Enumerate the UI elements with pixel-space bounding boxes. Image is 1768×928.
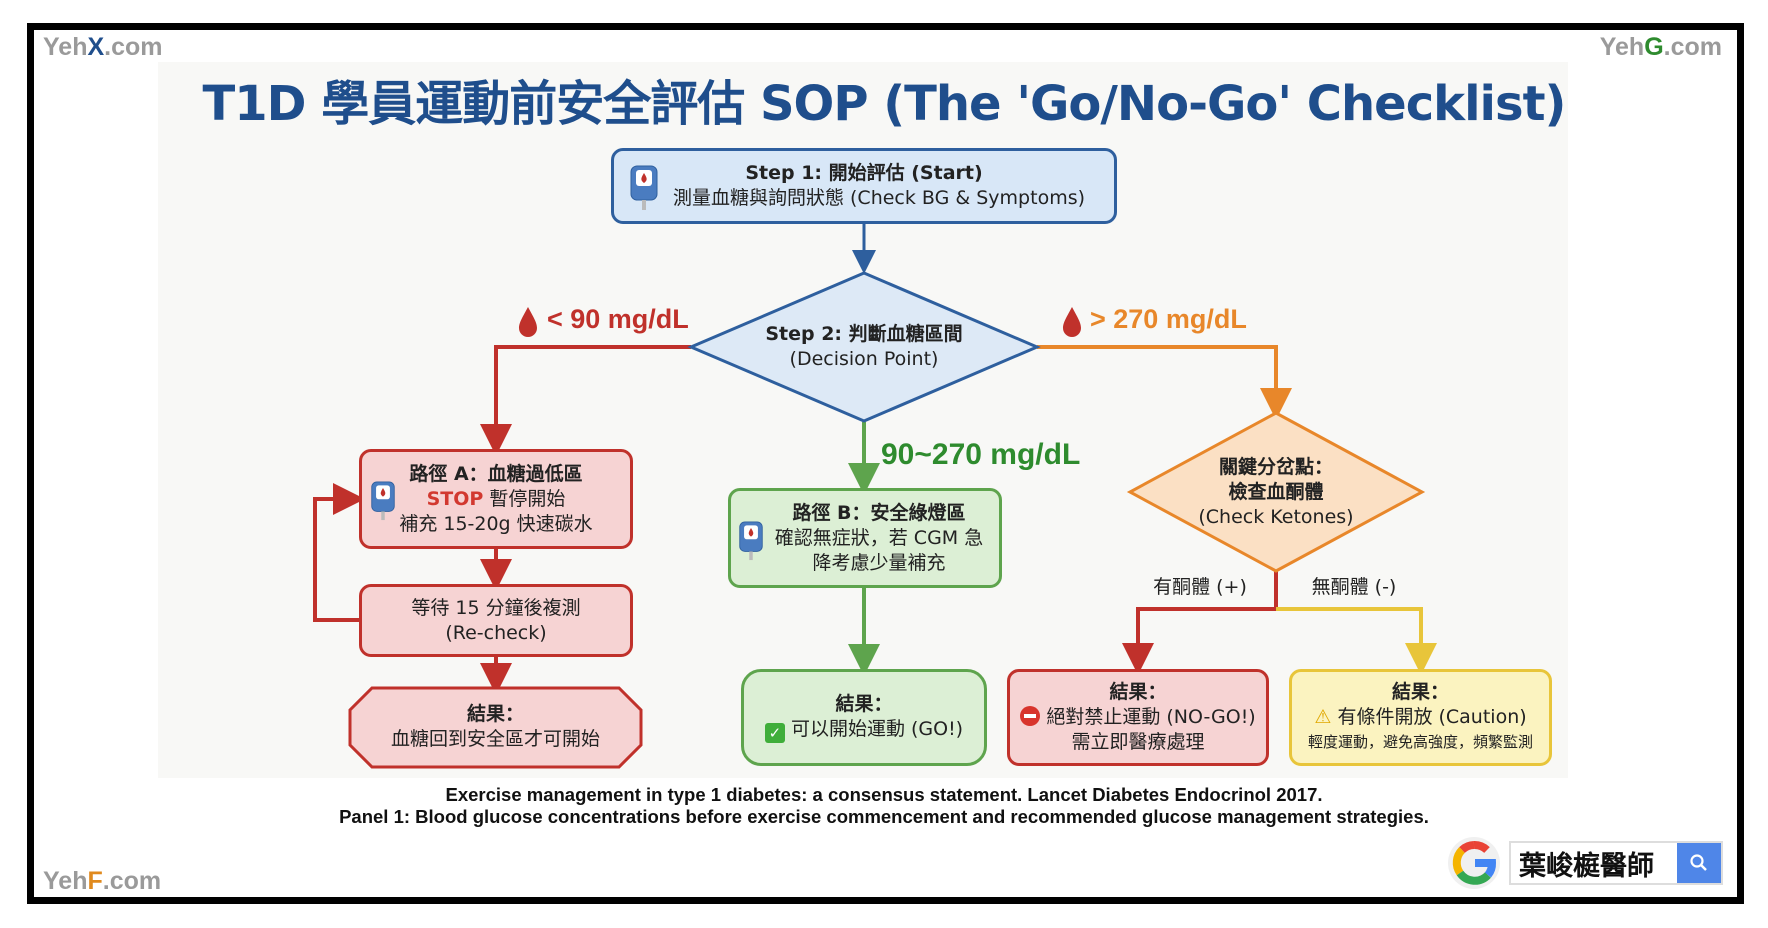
stop-label: STOP bbox=[426, 487, 484, 510]
arrow-recheck-loop bbox=[313, 483, 365, 622]
ketone-desc: (Check Ketones) bbox=[1198, 506, 1354, 528]
result-go-desc: 可以開始運動 (GO!) bbox=[790, 718, 964, 740]
arrow-high-branch bbox=[1037, 345, 1292, 420]
path-a-pause: 暫停開始 bbox=[483, 487, 566, 510]
result-caution-desc: 有條件開放 (Caution) bbox=[1337, 706, 1527, 728]
glucometer-icon bbox=[371, 481, 395, 521]
watermark-yehx: YehX.com bbox=[43, 33, 163, 61]
ketone-subtitle: 檢查血酮體 bbox=[1228, 481, 1324, 503]
path-b-desc2: 降考慮少量補充 bbox=[812, 551, 946, 574]
search-icon bbox=[1690, 854, 1707, 871]
result-caution-title: 結果： bbox=[1391, 681, 1449, 703]
path-b-title: 路徑 B：安全綠燈區 bbox=[792, 501, 966, 524]
no-entry-icon bbox=[1020, 706, 1041, 726]
result-caution-box: 結果： ⚠ 有條件開放 (Caution) 輕度運動，避免高強度，頻繁監測 bbox=[1289, 669, 1552, 766]
path-b-box: 路徑 B：安全綠燈區 確認無症狀，若 CGM 急 降考慮少量補充 bbox=[728, 488, 1002, 588]
path-a-title: 路徑 A：血糖過低區 bbox=[409, 462, 583, 485]
label-low-bg: < 90 mg/dL bbox=[547, 304, 689, 334]
result-a-title: 結果： bbox=[466, 703, 524, 725]
result-nogo-desc: 絕對禁止運動 (NO-GO!) bbox=[1046, 706, 1256, 728]
recheck-title: 等待 15 分鐘後複測 bbox=[411, 596, 581, 619]
ketone-text: 關鍵分岔點： 檢查血酮體 (Check Ketones) bbox=[1170, 455, 1382, 530]
search-bar[interactable]: 葉峻榳醫師 bbox=[1509, 841, 1723, 885]
glucometer-icon bbox=[739, 521, 763, 561]
result-go-title: 結果： bbox=[835, 693, 893, 715]
result-go-box: 結果： ✓ 可以開始運動 (GO!) bbox=[741, 669, 987, 766]
result-nogo-title: 結果： bbox=[1109, 681, 1167, 703]
google-logo-icon bbox=[1448, 837, 1500, 889]
path-a-carbs: 補充 15-20g 快速碳水 bbox=[399, 512, 593, 535]
blood-drop-icon bbox=[1063, 307, 1081, 337]
result-go-line: ✓ 可以開始運動 (GO!) bbox=[764, 717, 964, 743]
arrow-ketone-pos bbox=[1122, 571, 1278, 675]
search-button[interactable] bbox=[1677, 843, 1721, 883]
search-query[interactable]: 葉峻榳醫師 bbox=[1519, 850, 1654, 882]
ketone-title: 關鍵分岔點： bbox=[1218, 456, 1333, 478]
label-high-bg: > 270 mg/dL bbox=[1090, 304, 1247, 334]
label-ketone-negative: 無酮體 (-) bbox=[1311, 576, 1397, 598]
result-a-text: 結果： 血糖回到安全區才可開始 bbox=[350, 702, 641, 752]
recheck-box: 等待 15 分鐘後複測 (Re-check) bbox=[359, 584, 633, 657]
path-b-desc1: 確認無症狀，若 CGM 急 bbox=[774, 526, 984, 549]
caption-citation: Exercise management in type 1 diabetes: … bbox=[445, 784, 1323, 805]
label-mid-bg: 90~270 mg/dL bbox=[881, 438, 1081, 471]
glucometer-icon bbox=[630, 165, 658, 210]
result-caution-advice: 輕度運動，避免高強度，頻繁監測 bbox=[1307, 733, 1533, 751]
step1-desc: 測量血糖與詢問狀態 (Check BG & Symptoms) bbox=[672, 187, 1086, 209]
watermark-yehg: YehG.com bbox=[1599, 33, 1722, 61]
caption-panel: Panel 1: Blood glucose concentrations be… bbox=[339, 806, 1429, 827]
arrow-low-branch bbox=[480, 345, 691, 456]
ketone-diamond bbox=[1126, 411, 1426, 573]
page-title: T1D 學員運動前安全評估 SOP (The 'Go/No-Go' Checkl… bbox=[202, 76, 1567, 132]
result-nogo-action: 需立即醫療處理 bbox=[1071, 731, 1205, 753]
recheck-desc: (Re-check) bbox=[445, 621, 547, 644]
watermark-yehf: YehF.com bbox=[43, 867, 162, 895]
result-a-octagon bbox=[348, 686, 643, 769]
path-a-box: 路徑 A：血糖過低區 STOP 暫停開始 補充 15-20g 快速碳水 bbox=[359, 449, 633, 549]
result-nogo-box: 結果： 絕對禁止運動 (NO-GO!) 需立即醫療處理 bbox=[1007, 669, 1269, 766]
blood-drop-icon bbox=[519, 307, 537, 337]
check-icon: ✓ bbox=[764, 723, 785, 743]
warning-icon: ⚠ bbox=[1314, 706, 1332, 728]
step2-title: Step 2: 判斷血糖區間 bbox=[765, 323, 963, 345]
path-a-stop-line: STOP 暫停開始 bbox=[427, 487, 566, 512]
result-a-desc: 血糖回到安全區才可開始 bbox=[390, 728, 600, 750]
decision-diamond bbox=[687, 271, 1041, 423]
step1-box: Step 1: 開始評估 (Start) 測量血糖與詢問狀態 (Check BG… bbox=[611, 148, 1117, 224]
step2-text: Step 2: 判斷血糖區間 (Decision Point) bbox=[740, 322, 988, 372]
step2-desc: (Decision Point) bbox=[789, 348, 939, 370]
arrow-ketone-neg bbox=[1276, 607, 1437, 675]
label-ketone-positive: 有酮體 (+) bbox=[1153, 576, 1247, 598]
result-caution-line: ⚠ 有條件開放 (Caution) bbox=[1314, 705, 1526, 730]
step1-title: Step 1: 開始評估 (Start) bbox=[745, 162, 983, 184]
result-nogo-line: 絕對禁止運動 (NO-GO!) bbox=[1020, 705, 1256, 730]
